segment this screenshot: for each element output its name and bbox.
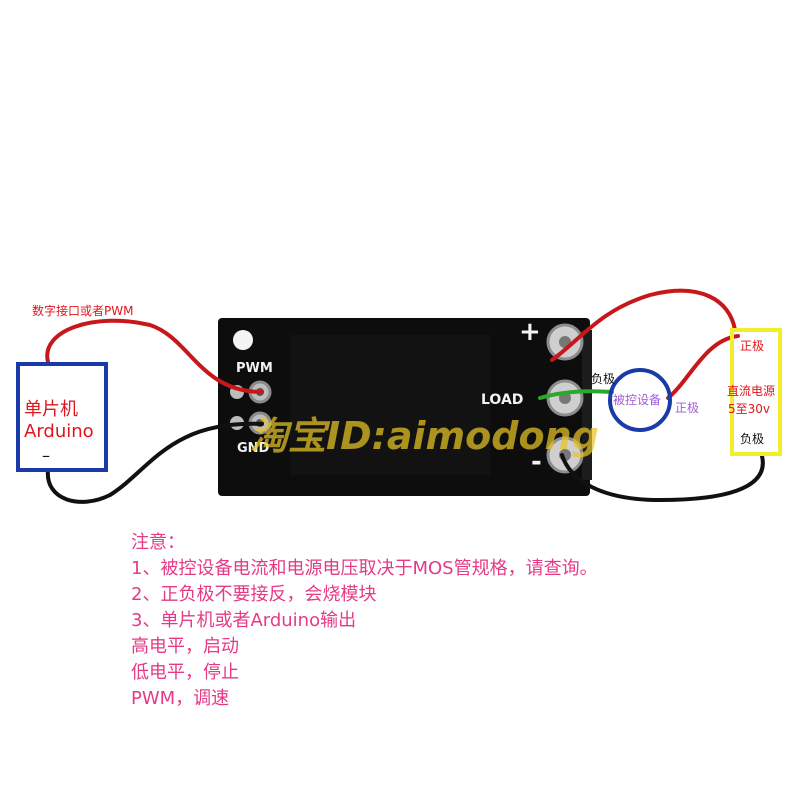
silk-load: LOAD bbox=[481, 392, 523, 408]
mcu-box bbox=[16, 362, 108, 472]
device-label: 被控设备 bbox=[613, 393, 662, 407]
wire-load-green bbox=[538, 389, 614, 400]
psu-negative-label: 负极 bbox=[740, 432, 765, 446]
mounting-hole bbox=[233, 330, 253, 350]
watermark: 淘宝ID:aimodong bbox=[250, 414, 599, 458]
wires bbox=[45, 288, 765, 504]
silk-gnd: GND bbox=[237, 441, 270, 456]
psu-positive-label: 正极 bbox=[740, 339, 765, 353]
silk-plus: + bbox=[519, 317, 541, 347]
device-positive-label: 正极 bbox=[675, 401, 700, 415]
note-item: 1、被控设备电流和电源电压取决于MOS管规格，请查询。 bbox=[131, 558, 598, 579]
note-item: PWM，调速 bbox=[131, 688, 230, 709]
signal-label: 数字接口或者PWM bbox=[32, 304, 134, 318]
wire-psu-positive bbox=[550, 288, 737, 362]
notes: 注意： 1、被控设备电流和电源电压取决于MOS管规格，请查询。 2、正负极不要接… bbox=[131, 530, 598, 712]
note-item: 高电平，启动 bbox=[131, 636, 239, 657]
pcb-module: PWM GND LOAD + - bbox=[218, 317, 592, 496]
silk-minus: - bbox=[531, 447, 542, 477]
wire-signal-red bbox=[45, 318, 264, 394]
psu-title: 直流电源 bbox=[727, 384, 776, 398]
power-supply-box bbox=[730, 328, 782, 456]
wire-device-positive bbox=[666, 334, 740, 400]
wire-ground-black bbox=[45, 421, 264, 504]
mcu-label-line2: Arduino bbox=[24, 421, 94, 442]
device-circle bbox=[608, 368, 672, 432]
note-item: 3、单片机或者Arduino输出 bbox=[131, 610, 357, 631]
notes-heading: 注意： bbox=[131, 532, 185, 553]
note-item: 2、正负极不要接反，会烧模块 bbox=[131, 584, 377, 605]
silk-pwm: PWM bbox=[236, 361, 273, 376]
mcu-label-line1: 单片机 bbox=[24, 399, 78, 420]
psu-voltage-range: 5至30v bbox=[728, 402, 771, 416]
mcu-minus-label: – bbox=[42, 446, 50, 465]
device-negative-label: 负极 bbox=[591, 372, 616, 386]
wire-psu-negative bbox=[560, 453, 765, 502]
note-item: 低电平，停止 bbox=[131, 662, 239, 683]
